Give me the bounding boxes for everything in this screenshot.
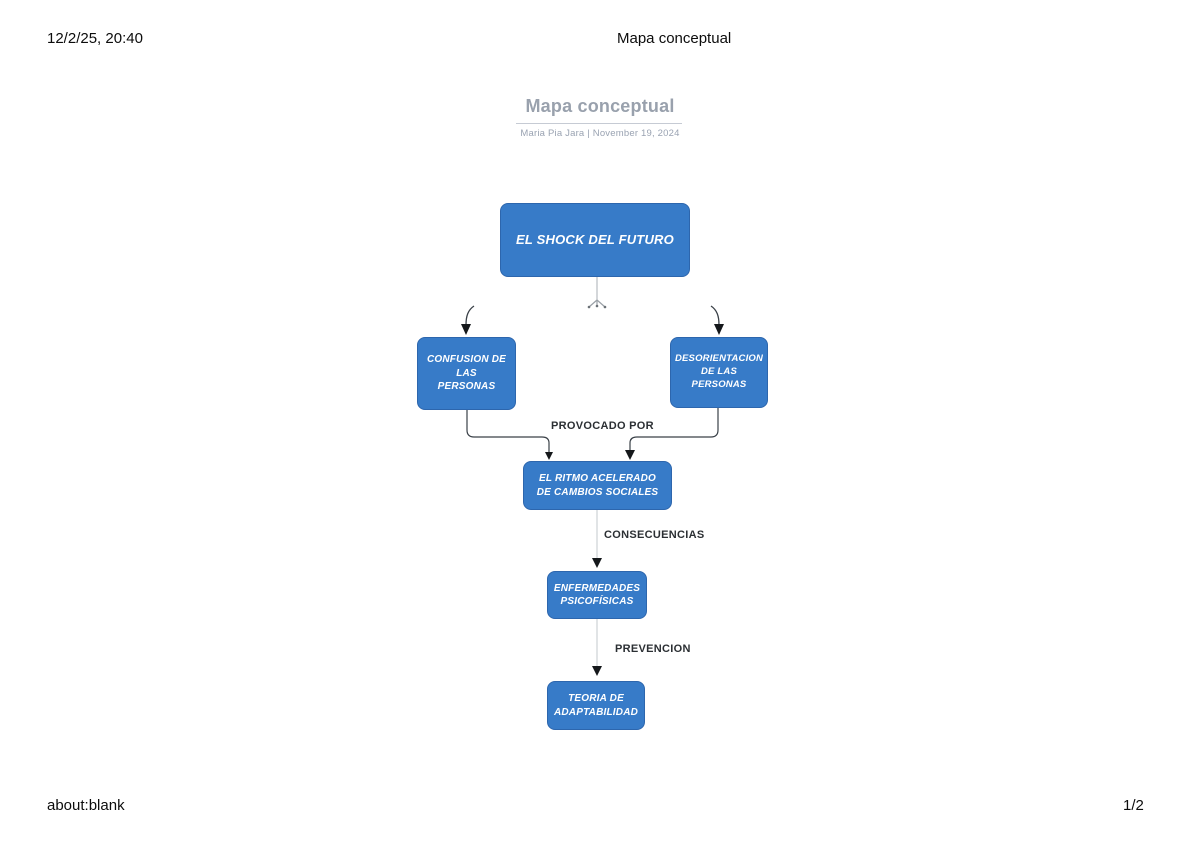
node-el-shock-del-futuro: EL SHOCK DEL FUTURO <box>500 203 690 277</box>
print-footer-source: about:blank <box>47 797 125 814</box>
node-label: EL SHOCK DEL FUTURO <box>516 232 674 248</box>
node-label: CONFUSION DE LAS PERSONAS <box>426 354 507 393</box>
arrowhead-ritmo-right <box>625 450 635 460</box>
arrowhead-confusion <box>461 324 471 335</box>
node-label: TEORIA DE ADAPTABILIDAD <box>553 693 639 718</box>
arrowhead-desorientacion <box>714 324 724 335</box>
document-title: Mapa conceptual <box>525 96 675 116</box>
arrowhead-enfermedades <box>592 558 602 568</box>
fork-foot-right <box>603 305 607 309</box>
print-header-title: Mapa conceptual <box>617 30 732 47</box>
edge-shock-stem <box>588 277 606 308</box>
fork-foot-mid <box>595 304 599 308</box>
node-desorientacion-de-las-personas: DESORIENTACION DE LAS PERSONAS <box>670 337 768 408</box>
edge-to-desorientacion <box>710 305 720 326</box>
document-byline: Maria Pia Jara | November 19, 2024 <box>520 128 680 139</box>
edge-label-provocado-por: PROVOCADO POR <box>549 420 656 432</box>
edge-desorientacion-to-ritmo <box>629 408 719 450</box>
print-header-timestamp: 12/2/25, 20:40 <box>47 30 143 47</box>
node-confusion-de-las-personas: CONFUSION DE LAS PERSONAS <box>417 337 516 410</box>
node-enfermedades-psicofisicas: ENFERMEDADES PSICOFÍSICAS <box>547 571 647 619</box>
arrowhead-teoria <box>592 666 602 676</box>
edge-to-confusion <box>465 305 475 326</box>
node-label: DESORIENTACION DE LAS PERSONAS <box>674 353 764 390</box>
title-divider <box>516 123 682 124</box>
node-label: EL RITMO ACELERADO DE CAMBIOS SOCIALES <box>536 473 659 498</box>
print-footer-page-number: 1/2 <box>1123 797 1144 814</box>
node-teoria-de-adaptabilidad: TEORIA DE ADAPTABILIDAD <box>547 681 645 730</box>
fork-foot-left <box>587 305 591 309</box>
arrowhead-ritmo-left <box>545 452 553 460</box>
node-label: ENFERMEDADES PSICOFÍSICAS <box>553 582 641 608</box>
edge-confusion-to-ritmo <box>466 410 550 452</box>
edge-label-prevencion: PREVENCION <box>613 643 693 655</box>
node-ritmo-acelerado-cambios-sociales: EL RITMO ACELERADO DE CAMBIOS SOCIALES <box>523 461 672 510</box>
edge-label-consecuencias: CONSECUENCIAS <box>602 529 707 541</box>
